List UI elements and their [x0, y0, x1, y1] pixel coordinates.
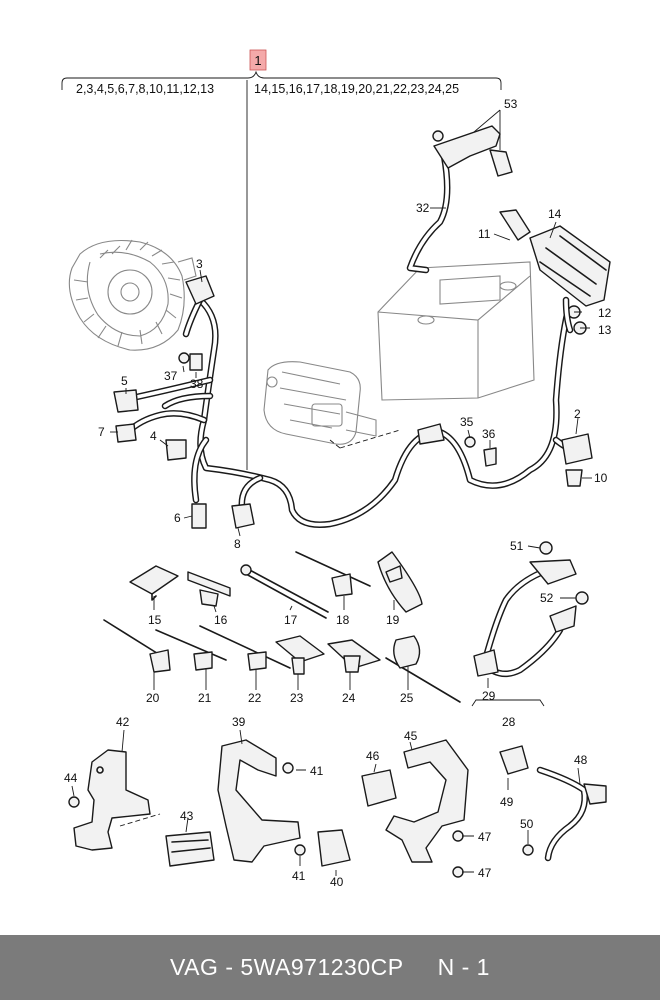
label-32: 32	[416, 201, 430, 215]
label-51: 51	[510, 539, 524, 553]
label-48: 48	[574, 753, 588, 767]
brace-left-group: 2,3,4,5,6,7,8,10,11,12,13	[76, 82, 214, 96]
tie-17	[240, 564, 329, 619]
bracket-42	[68, 749, 215, 867]
tie-20	[103, 619, 171, 673]
clip-15	[129, 565, 179, 601]
label-3: 3	[196, 257, 203, 271]
footer-bar: VAG - 5WA971230CP N - 1	[0, 935, 660, 1000]
connector-5	[113, 389, 139, 413]
label-13: 13	[598, 323, 612, 337]
label-39: 39	[232, 715, 246, 729]
label-23: 23	[290, 691, 304, 705]
group-brace	[61, 70, 502, 90]
label-15: 15	[148, 613, 162, 627]
label-40: 40	[330, 875, 344, 889]
label-2: 2	[574, 407, 581, 421]
label-37: 37	[164, 369, 178, 383]
label-47b: 47	[478, 866, 492, 880]
bracket-48	[499, 745, 607, 862]
label-52: 52	[540, 591, 554, 605]
footer-text: VAG - 5WA971230CP N - 1	[170, 954, 490, 981]
label-11: 11	[478, 227, 491, 241]
label-24: 24	[342, 691, 356, 705]
label-35: 35	[460, 415, 474, 429]
label-44: 44	[64, 771, 78, 785]
label-20: 20	[146, 691, 160, 705]
label-19: 19	[386, 613, 400, 627]
label-12: 12	[598, 306, 612, 320]
battery-cable-28	[471, 541, 589, 707]
label-21: 21	[198, 691, 212, 705]
label-18: 18	[336, 613, 350, 627]
clip-25	[385, 635, 461, 703]
battery-illustration	[377, 261, 535, 401]
tie-22	[199, 625, 291, 671]
clip-24	[327, 639, 381, 673]
label-41b: 41	[292, 869, 306, 883]
label-14: 14	[548, 207, 562, 221]
leader-lines	[71, 109, 592, 876]
label-46: 46	[366, 749, 380, 763]
label-17: 17	[284, 613, 298, 627]
label-53: 53	[504, 97, 518, 111]
label-16: 16	[214, 613, 228, 627]
label-43: 43	[180, 809, 194, 823]
alternator-illustration	[68, 239, 197, 351]
label-4: 4	[150, 429, 157, 443]
clip-19	[377, 551, 423, 613]
label-28: 28	[502, 715, 516, 729]
clip-23	[275, 635, 325, 675]
brace-right-group: 14,15,16,17,18,19,20,21,22,23,24,25	[254, 82, 459, 96]
main-harness-cable	[124, 296, 584, 528]
label-7: 7	[98, 425, 105, 439]
clip-16	[187, 571, 231, 607]
label-50: 50	[520, 817, 534, 831]
connector-8	[231, 503, 255, 529]
tie-21	[155, 629, 227, 671]
connector-2-10	[561, 433, 593, 487]
tie-18	[295, 551, 371, 597]
fuse-box-14	[499, 209, 611, 335]
bracket-39	[217, 739, 351, 867]
parts-diagram: 1 2,3,4,5,6,7,8,10,11,12,13 14,15,16,17,…	[61, 49, 612, 889]
label-6: 6	[174, 511, 181, 525]
clip-35-36	[417, 423, 497, 467]
nut-37-38	[178, 352, 203, 371]
connector-4	[165, 439, 187, 461]
label-36: 36	[482, 427, 496, 441]
label-22: 22	[248, 691, 262, 705]
label-49: 49	[500, 795, 514, 809]
connector-7	[115, 423, 137, 443]
battery-cable-32	[406, 125, 513, 274]
label-8: 8	[234, 537, 241, 551]
label-10: 10	[594, 471, 608, 485]
part-labels: 53 32 11 14 3 12 13 37 38 5 7 4 35 36 2 …	[64, 97, 612, 889]
label-38: 38	[190, 377, 204, 391]
starter-illustration	[263, 361, 377, 445]
label-47a: 47	[478, 830, 492, 844]
connector-3	[185, 275, 215, 305]
footer-page-label: N - 1	[437, 954, 490, 980]
label-45: 45	[404, 729, 418, 743]
callout-1[interactable]: 1	[249, 49, 267, 71]
label-5: 5	[121, 374, 128, 388]
label-41a: 41	[310, 764, 324, 778]
label-25: 25	[400, 691, 414, 705]
footer-part-number: 5WA971230CP	[240, 954, 404, 980]
callout-1-label: 1	[254, 53, 261, 68]
footer-brand: VAG	[170, 954, 219, 980]
label-42: 42	[116, 715, 130, 729]
footer-separator: -	[225, 954, 234, 980]
connector-6	[191, 503, 207, 529]
label-29: 29	[482, 689, 496, 703]
